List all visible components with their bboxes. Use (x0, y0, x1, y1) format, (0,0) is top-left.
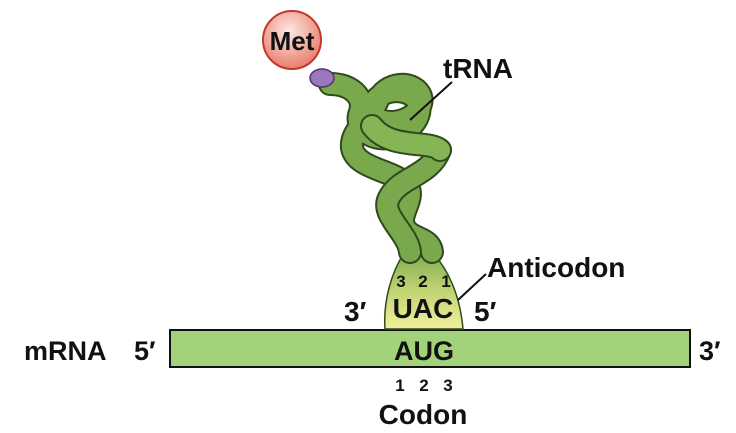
anticodon-leader-line (457, 273, 487, 301)
mrna-codon-bases: AUG (394, 336, 454, 366)
anticodon-label: Anticodon (487, 252, 625, 283)
mrna-label: mRNA (24, 336, 107, 366)
anticodon-end-3prime: 3′ (344, 296, 367, 327)
anticodon-position-1: 1 (441, 272, 450, 291)
mrna-end-3prime: 3′ (699, 336, 721, 366)
codon-label: Codon (379, 399, 468, 430)
trna-molecule (318, 72, 452, 264)
codon-position-2: 2 (419, 376, 428, 395)
codon-position-3: 3 (443, 376, 452, 395)
methionine-circle (262, 10, 322, 70)
anticodon-position-3: 3 (396, 272, 405, 291)
anticodon-position-2: 2 (418, 272, 427, 291)
anticodon-bases: UAC (393, 293, 454, 324)
trna-label: tRNA (443, 53, 513, 84)
mrna-strand (169, 329, 691, 368)
amino-acid-linker (309, 68, 335, 88)
codon-position-1: 1 (395, 376, 404, 395)
mrna-end-5prime: 5′ (134, 336, 156, 366)
anticodon-end-5prime: 5′ (474, 296, 497, 327)
methionine-label: Met (270, 26, 315, 56)
trna-leader-line (409, 81, 453, 121)
